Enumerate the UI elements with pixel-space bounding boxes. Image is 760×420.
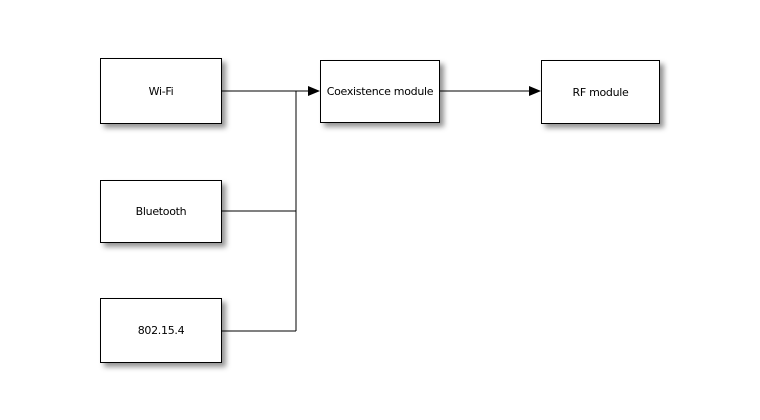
block-rf-module-label: RF module — [572, 85, 629, 99]
block-wifi-label: Wi-Fi — [148, 84, 174, 98]
block-bluetooth-label: Bluetooth — [135, 205, 187, 218]
block-rf-module[interactable]: RF module — [541, 60, 660, 124]
block-bluetooth[interactable]: Bluetooth — [100, 180, 222, 243]
block-coexistence-module[interactable]: Coexistence module — [320, 60, 440, 123]
block-coexistence-module-label: Coexistence module — [326, 85, 434, 98]
block-wifi[interactable]: Wi-Fi — [100, 58, 222, 124]
block-802-15-4[interactable]: 802.15.4 — [100, 298, 222, 363]
arrowhead-coexistence-input — [308, 86, 320, 96]
block-802-15-4-label: 802.15.4 — [137, 324, 185, 337]
arrowhead-rf-input — [529, 86, 541, 96]
